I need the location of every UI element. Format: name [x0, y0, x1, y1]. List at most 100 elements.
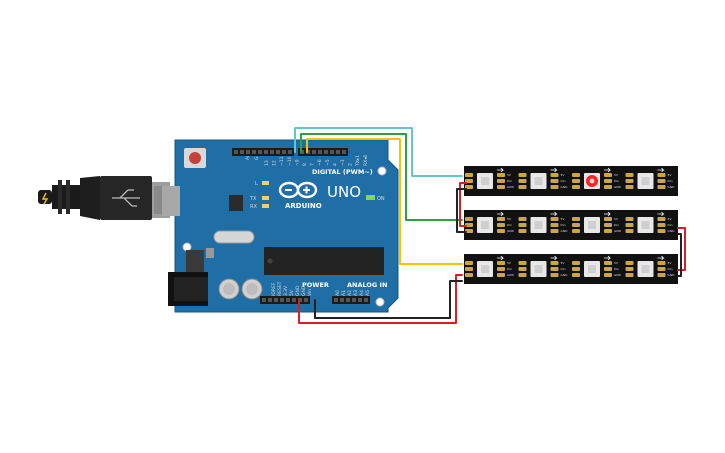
- solder-pad: [550, 229, 559, 233]
- solder-pad: [465, 267, 473, 271]
- power-pin-label: GND: [301, 285, 307, 296]
- header-pin[interactable]: [324, 150, 328, 154]
- header-pin[interactable]: [318, 150, 322, 154]
- header-pin[interactable]: [340, 298, 344, 302]
- yellow-wire[interactable]: [306, 138, 463, 265]
- red-wire-5v[interactable]: [298, 274, 463, 324]
- model-label: UNO: [327, 183, 361, 201]
- header-pin[interactable]: [258, 150, 262, 154]
- cyan-wire[interactable]: [294, 127, 463, 177]
- black-jumper-right[interactable]: [677, 233, 682, 277]
- header-pin[interactable]: [358, 298, 362, 302]
- atmega-chip: [264, 247, 384, 275]
- solder-pad: [518, 185, 527, 189]
- header-pin[interactable]: [288, 150, 292, 154]
- solder-pad: [657, 229, 666, 233]
- on-led-label: ON: [377, 196, 385, 202]
- header-pin[interactable]: [280, 298, 284, 302]
- pad-label: 5V: [614, 173, 619, 177]
- solder-pad: [625, 267, 634, 271]
- digital-pin-label: 2: [348, 163, 354, 166]
- header-pin[interactable]: [312, 150, 316, 154]
- header-pin[interactable]: [330, 150, 334, 154]
- red-jumper-left[interactable]: [459, 182, 467, 227]
- green-wire[interactable]: [300, 133, 463, 221]
- header-pin[interactable]: [270, 150, 274, 154]
- pad-label: Din: [507, 223, 512, 227]
- solder-pad: [657, 261, 666, 265]
- small-chip: [229, 195, 243, 211]
- arrow-icon: [657, 255, 665, 261]
- pad-label: 5V: [561, 173, 566, 177]
- pad-label: 5V: [668, 173, 673, 177]
- solder-pad: [465, 173, 473, 177]
- header-pin[interactable]: [240, 150, 244, 154]
- analog-pin-label: A5: [365, 290, 371, 296]
- solder-pad: [604, 217, 612, 221]
- header-pin[interactable]: [352, 298, 356, 302]
- header-pin[interactable]: [342, 150, 346, 154]
- header-pin[interactable]: [364, 298, 368, 302]
- black-jumper-left[interactable]: [456, 188, 467, 233]
- digital-pin-label: ~9: [294, 159, 300, 166]
- pad-label: GND: [614, 229, 622, 233]
- header-pin[interactable]: [292, 298, 296, 302]
- solder-pad: [625, 185, 634, 189]
- header-pin[interactable]: [252, 150, 256, 154]
- solder-pad: [657, 217, 666, 221]
- analog-pin-label: A2: [347, 290, 353, 296]
- capacitor: [241, 278, 263, 300]
- solder-pad: [572, 267, 580, 271]
- black-wire-gnd[interactable]: [314, 280, 463, 319]
- solder-pad: [497, 223, 505, 227]
- solder-pad: [497, 179, 505, 183]
- arrow-icon: [604, 255, 611, 261]
- header-pin[interactable]: [264, 150, 268, 154]
- header-pin[interactable]: [336, 150, 340, 154]
- header-pin[interactable]: [334, 298, 338, 302]
- header-pin[interactable]: [346, 298, 350, 302]
- header-pin[interactable]: [276, 150, 280, 154]
- solder-pad: [550, 217, 559, 221]
- arrow-icon: [550, 211, 558, 217]
- solder-pad: [550, 173, 559, 177]
- pad-label: GND: [507, 229, 515, 233]
- arduino-uno-board[interactable]: ARDUINO UNO DIGITAL (PWM~) POWER ANALOG …: [162, 139, 399, 313]
- power-pin-label: 5V: [289, 289, 295, 296]
- dc-power-jack: [168, 272, 208, 306]
- header-pin[interactable]: [274, 298, 278, 302]
- solder-pad: [572, 173, 580, 177]
- solder-pad: [518, 267, 527, 271]
- l-led-label: L: [255, 181, 258, 187]
- header-pin[interactable]: [286, 298, 290, 302]
- power-pin-label: IOREF: [271, 282, 277, 296]
- pad-label: 5V: [561, 217, 566, 221]
- analog-header[interactable]: [332, 296, 370, 304]
- header-pin[interactable]: [262, 298, 266, 302]
- analog-pin-label: A4: [359, 290, 365, 296]
- header-pin[interactable]: [234, 150, 238, 154]
- header-pin[interactable]: [246, 150, 250, 154]
- solder-pad: [497, 185, 505, 189]
- wires: [294, 127, 686, 324]
- digital-pin-label: 8: [302, 163, 308, 166]
- reset-button[interactable]: [184, 148, 206, 168]
- pad-label: GND: [561, 185, 569, 189]
- solder-pad: [518, 229, 527, 233]
- digital-pin-label: 13: [264, 160, 270, 166]
- digital-pin-label: ~10: [287, 156, 293, 166]
- header-pin[interactable]: [282, 150, 286, 154]
- capacitor: [218, 278, 240, 300]
- header-pin[interactable]: [268, 298, 272, 302]
- digital-pin-label: 12: [272, 160, 278, 166]
- header-pin[interactable]: [304, 298, 308, 302]
- solder-pad: [604, 267, 612, 271]
- power-header[interactable]: [260, 296, 310, 304]
- solder-pad: [550, 223, 559, 227]
- digital-header-label: DIGITAL (PWM~): [312, 168, 373, 176]
- pad-label: 5V: [614, 261, 619, 265]
- digital-header[interactable]: [232, 148, 348, 156]
